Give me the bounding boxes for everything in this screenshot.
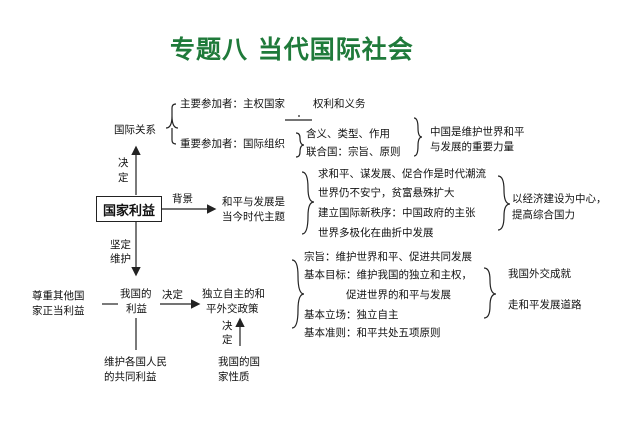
node-china-role: 中国是维护世界和平: [430, 126, 525, 138]
node-national-nature: 家性质: [218, 371, 250, 383]
label-decide-horizontal: 决定: [162, 289, 183, 301]
node-international-relations: 国际关系: [114, 124, 156, 136]
page-title: 专题八 当代国际社会: [170, 35, 414, 64]
node-national-nature: 我国的国: [218, 356, 260, 368]
label-background: 背景: [172, 193, 193, 205]
node-theme-item: 世界仍不安宁，贫富悬殊扩大: [318, 187, 455, 199]
node-org-item: 含义、类型、作用: [306, 128, 390, 140]
node-common-interest: 的共同利益: [104, 371, 157, 383]
node-independent-policy: 独立自主的和: [202, 288, 265, 300]
node-achievement: 走和平发展道路: [508, 299, 582, 311]
node-theme-item: 世界多极化在曲折中发展: [318, 227, 434, 239]
node-independent-policy: 平外交政策: [206, 303, 259, 315]
node-economic-center: 以经济建设为中心，: [512, 193, 607, 205]
node-china-role: 与发展的重要力量: [430, 141, 514, 153]
node-important-participant: 重要参加者：国际组织: [180, 138, 285, 150]
node-national-interest-label: 国家利益: [102, 203, 155, 219]
label-decide-vertical: 定: [222, 334, 233, 346]
node-peace-theme: 当今时代主题: [222, 211, 285, 223]
node-achievement: 我国外交成就: [508, 268, 571, 280]
node-policy-item: 基本目标：维护我国的独立和主权，: [304, 269, 472, 281]
node-policy-item: 促进世界的和平与发展: [346, 289, 451, 301]
node-economic-center: 提高综合国力: [512, 209, 575, 221]
node-peace-theme: 和平与发展是: [222, 196, 285, 208]
label-firmly-maintain: 维护: [110, 253, 131, 265]
node-respect-interests: 尊重其他国: [32, 290, 85, 302]
node-main-participant: 主要参加者：主权国家: [180, 98, 285, 110]
node-common-interest: 维护各国人民: [104, 356, 167, 368]
node-org-item: 联合国：宗旨、原则: [306, 146, 401, 158]
label-decide: 决: [118, 157, 129, 169]
node-policy-item: 基本准则：和平共处五项原则: [304, 327, 441, 339]
label-decide: 定: [118, 172, 129, 184]
node-policy-item: 宗旨：维护世界和平、促进共同发展: [304, 251, 472, 263]
node-our-interest: 我国的: [120, 288, 152, 300]
label-firmly-maintain: 坚定: [110, 239, 131, 251]
label-decide-vertical: 决: [222, 320, 233, 332]
node-policy-item: 基本立场：独立自主: [304, 309, 399, 321]
node-national-interest: 国家利益: [96, 196, 162, 222]
node-theme-item: 求和平、谋发展、促合作是时代潮流: [318, 168, 486, 180]
node-rights-duties: 权利和义务: [313, 98, 366, 110]
node-theme-item: 建立国际新秩序：中国政府的主张: [318, 207, 476, 219]
node-respect-interests: 家正当利益: [32, 305, 85, 317]
node-our-interest: 利益: [126, 303, 147, 315]
